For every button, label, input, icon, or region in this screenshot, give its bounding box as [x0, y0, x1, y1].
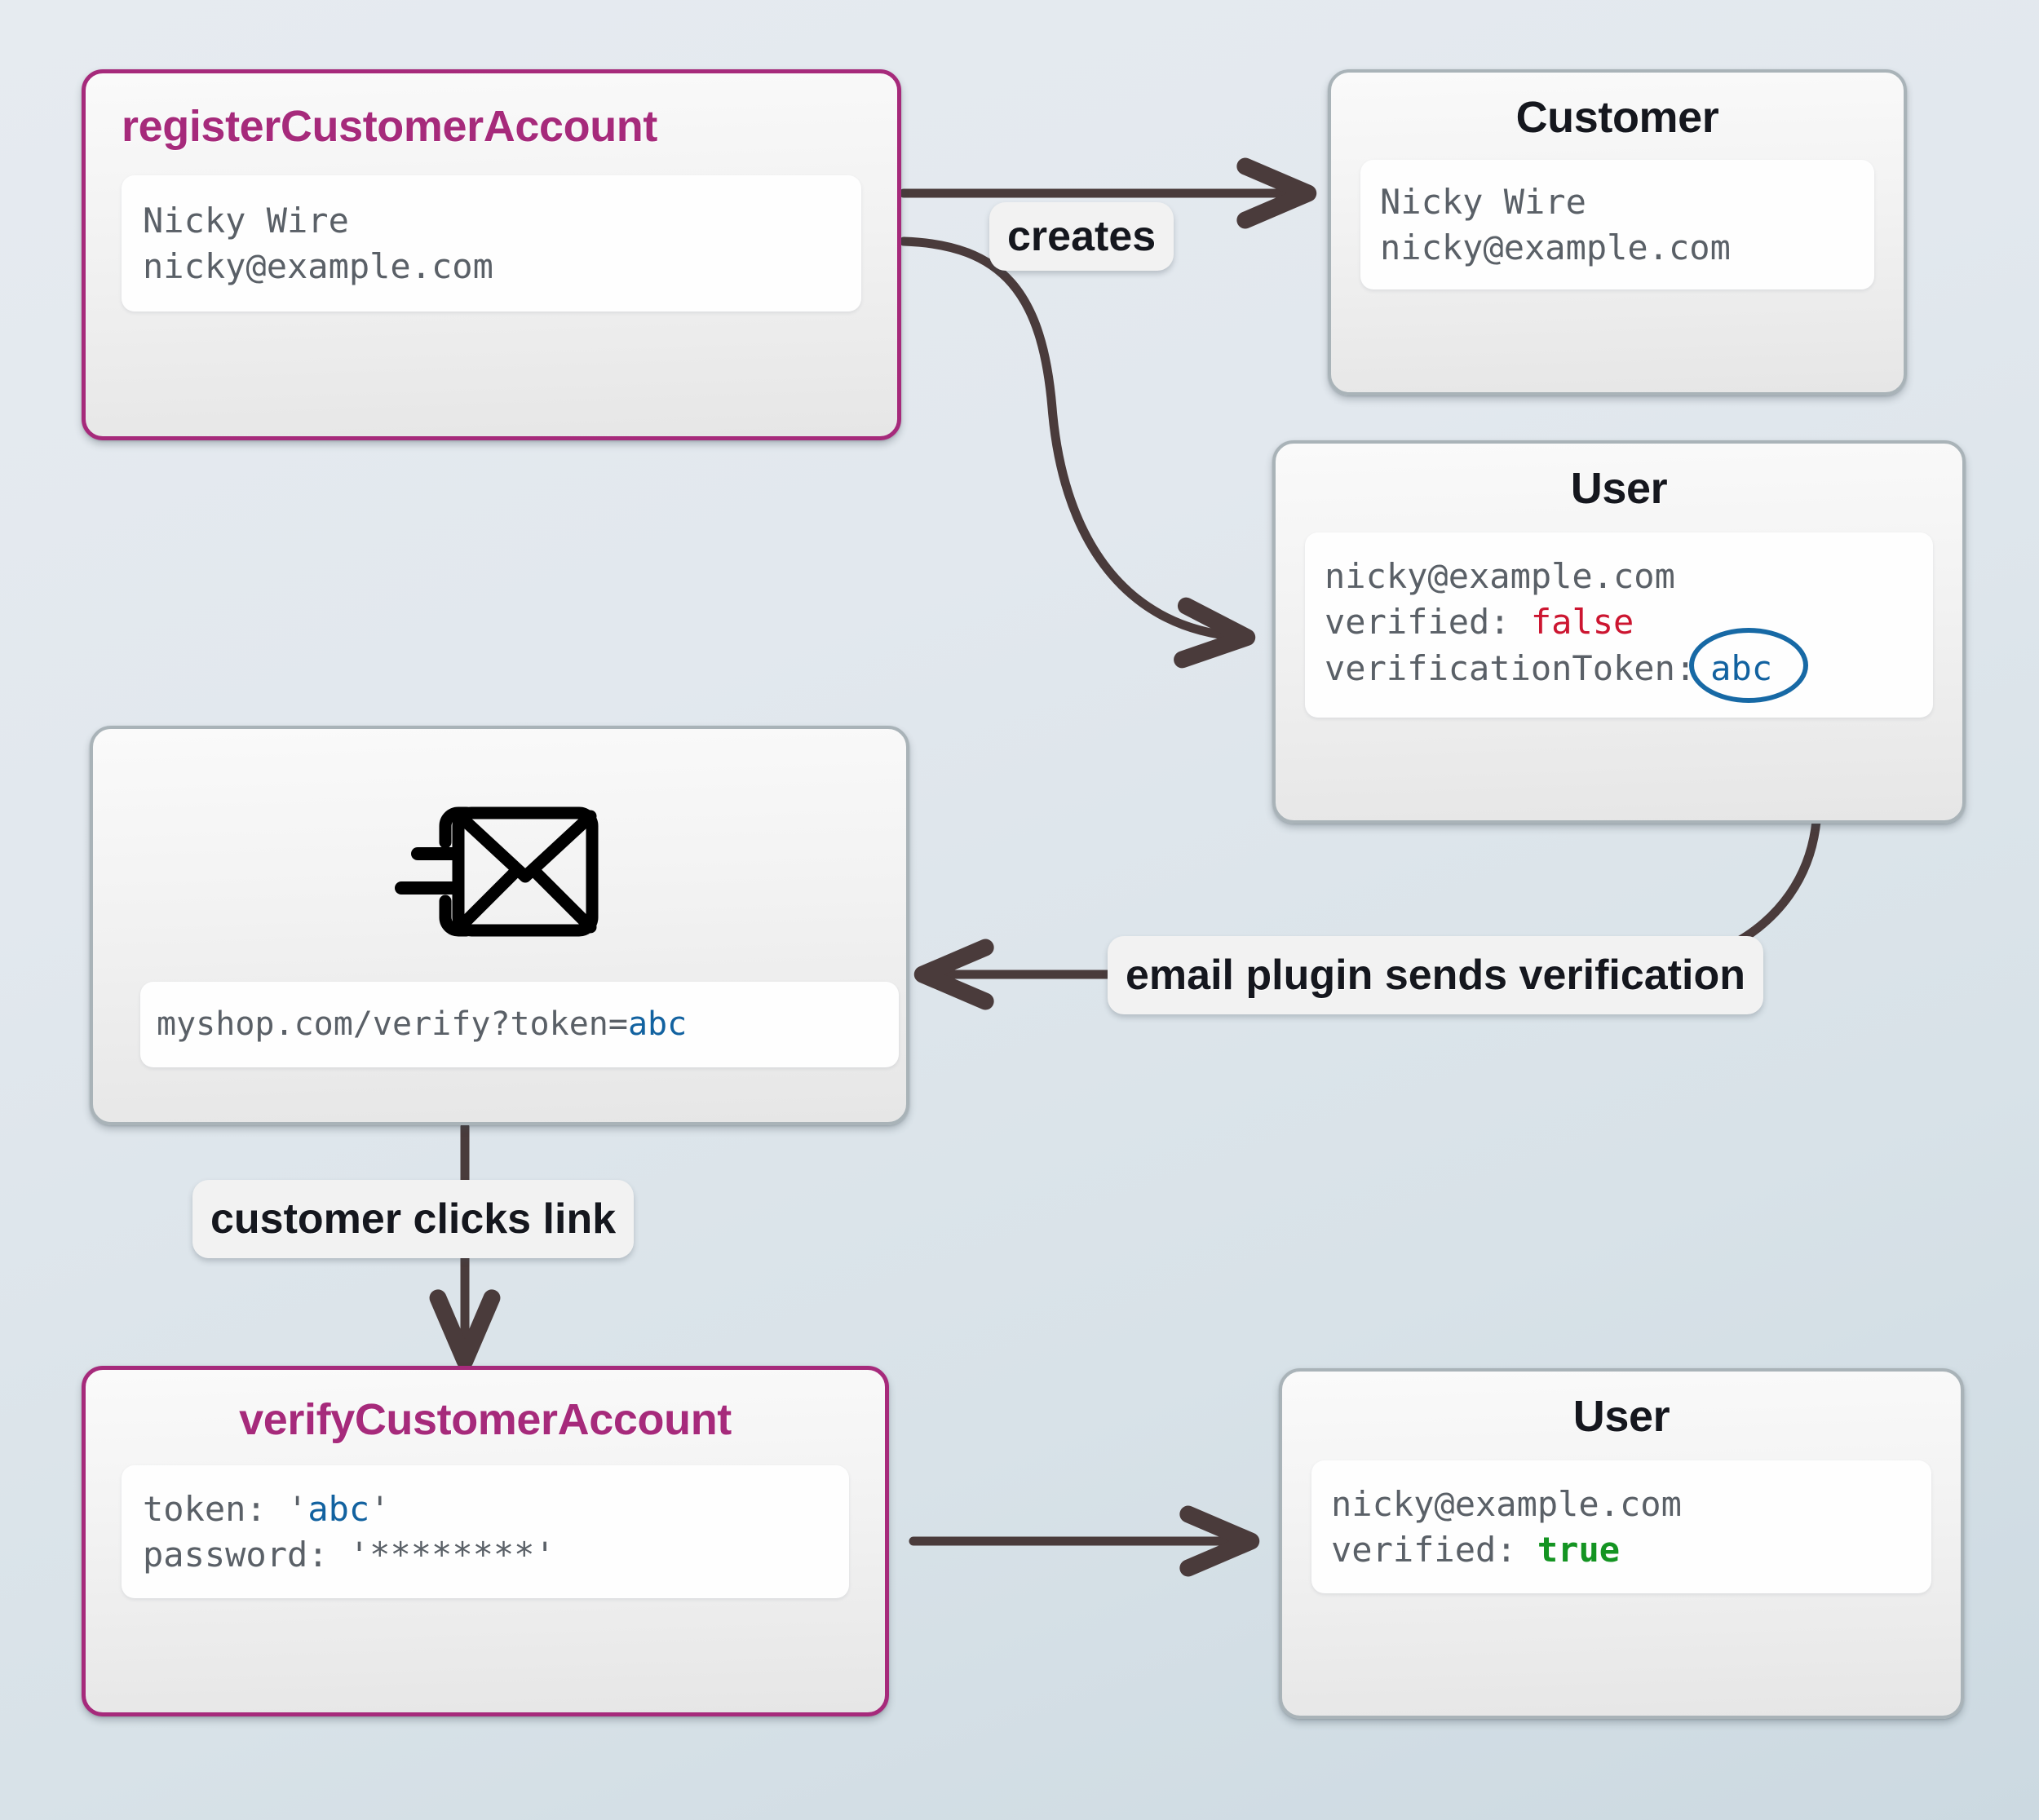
field-email: nicky@example.com — [143, 245, 493, 286]
edge-label-creates: creates — [989, 202, 1174, 271]
field-email: nicky@example.com — [1331, 1484, 1682, 1525]
field-verified-key: verified: — [1331, 1529, 1517, 1570]
node-title: User — [1570, 464, 1668, 513]
field-name: Nicky Wire — [143, 201, 349, 241]
field-verified: verified: false — [1325, 599, 1913, 644]
node-title: registerCustomerAccount — [122, 102, 657, 151]
envelope-send-icon — [395, 798, 607, 945]
verification-link-prefix: myshop.com/verify?token= — [157, 1005, 628, 1043]
node-fields: Nicky Wire nicky@example.com — [1360, 160, 1874, 290]
verification-link-token: abc — [627, 1005, 688, 1043]
field-verified-value: true — [1537, 1529, 1621, 1570]
node-verify-customer-account[interactable]: verifyCustomerAccount token: 'abc' passw… — [82, 1366, 889, 1716]
quote-close: ' — [369, 1489, 391, 1530]
field-email: nicky@example.com — [1380, 227, 1731, 267]
node-register-customer-account[interactable]: registerCustomerAccount Nicky Wire nicky… — [82, 69, 901, 440]
node-user-unverified[interactable]: User nicky@example.com verified: false v… — [1272, 440, 1966, 824]
node-fields: nicky@example.com verified: true — [1311, 1460, 1931, 1594]
node-title: User — [1572, 1392, 1670, 1441]
field-token-key: token: — [143, 1489, 267, 1530]
edge-creates-to-user — [899, 236, 1256, 669]
field-verified: verified: true — [1331, 1527, 1912, 1572]
quote-close: ' — [534, 1534, 555, 1575]
field-token-value: abc — [307, 1489, 370, 1530]
node-verification-email[interactable]: myshop.com/verify?token=abc — [90, 726, 909, 1125]
field-token-key: verificationToken: — [1325, 648, 1696, 689]
node-title: Customer — [1515, 93, 1719, 142]
field-verified-value: false — [1530, 601, 1634, 642]
node-fields: Nicky Wire nicky@example.com — [122, 175, 861, 312]
field-password: password: '********' — [143, 1532, 828, 1577]
node-fields: nicky@example.com verified: false verifi… — [1305, 532, 1933, 718]
field-password-key: password: — [143, 1534, 329, 1575]
edge-label-email-plugin-sends-verification: email plugin sends verification — [1108, 936, 1763, 1014]
field-name: Nicky Wire — [1380, 182, 1586, 223]
node-customer[interactable]: Customer Nicky Wire nicky@example.com — [1328, 69, 1907, 395]
field-verified-key: verified: — [1325, 601, 1510, 642]
quote-open: ' — [348, 1534, 370, 1575]
verification-link-field[interactable]: myshop.com/verify?token=abc — [140, 982, 899, 1067]
field-verification-token: verificationToken:abc — [1325, 628, 1913, 704]
verification-token-highlight-circle: abc — [1689, 628, 1808, 704]
field-password-value: ******** — [369, 1534, 535, 1575]
field-email: nicky@example.com — [1325, 556, 1675, 597]
node-title: verifyCustomerAccount — [239, 1395, 732, 1444]
node-user-verified[interactable]: User nicky@example.com verified: true — [1279, 1368, 1964, 1719]
field-token: token: 'abc' — [143, 1486, 828, 1531]
edge-label-customer-clicks-link: customer clicks link — [192, 1180, 635, 1258]
quote-open: ' — [287, 1489, 308, 1530]
node-fields: token: 'abc' password: '********' — [122, 1465, 849, 1599]
